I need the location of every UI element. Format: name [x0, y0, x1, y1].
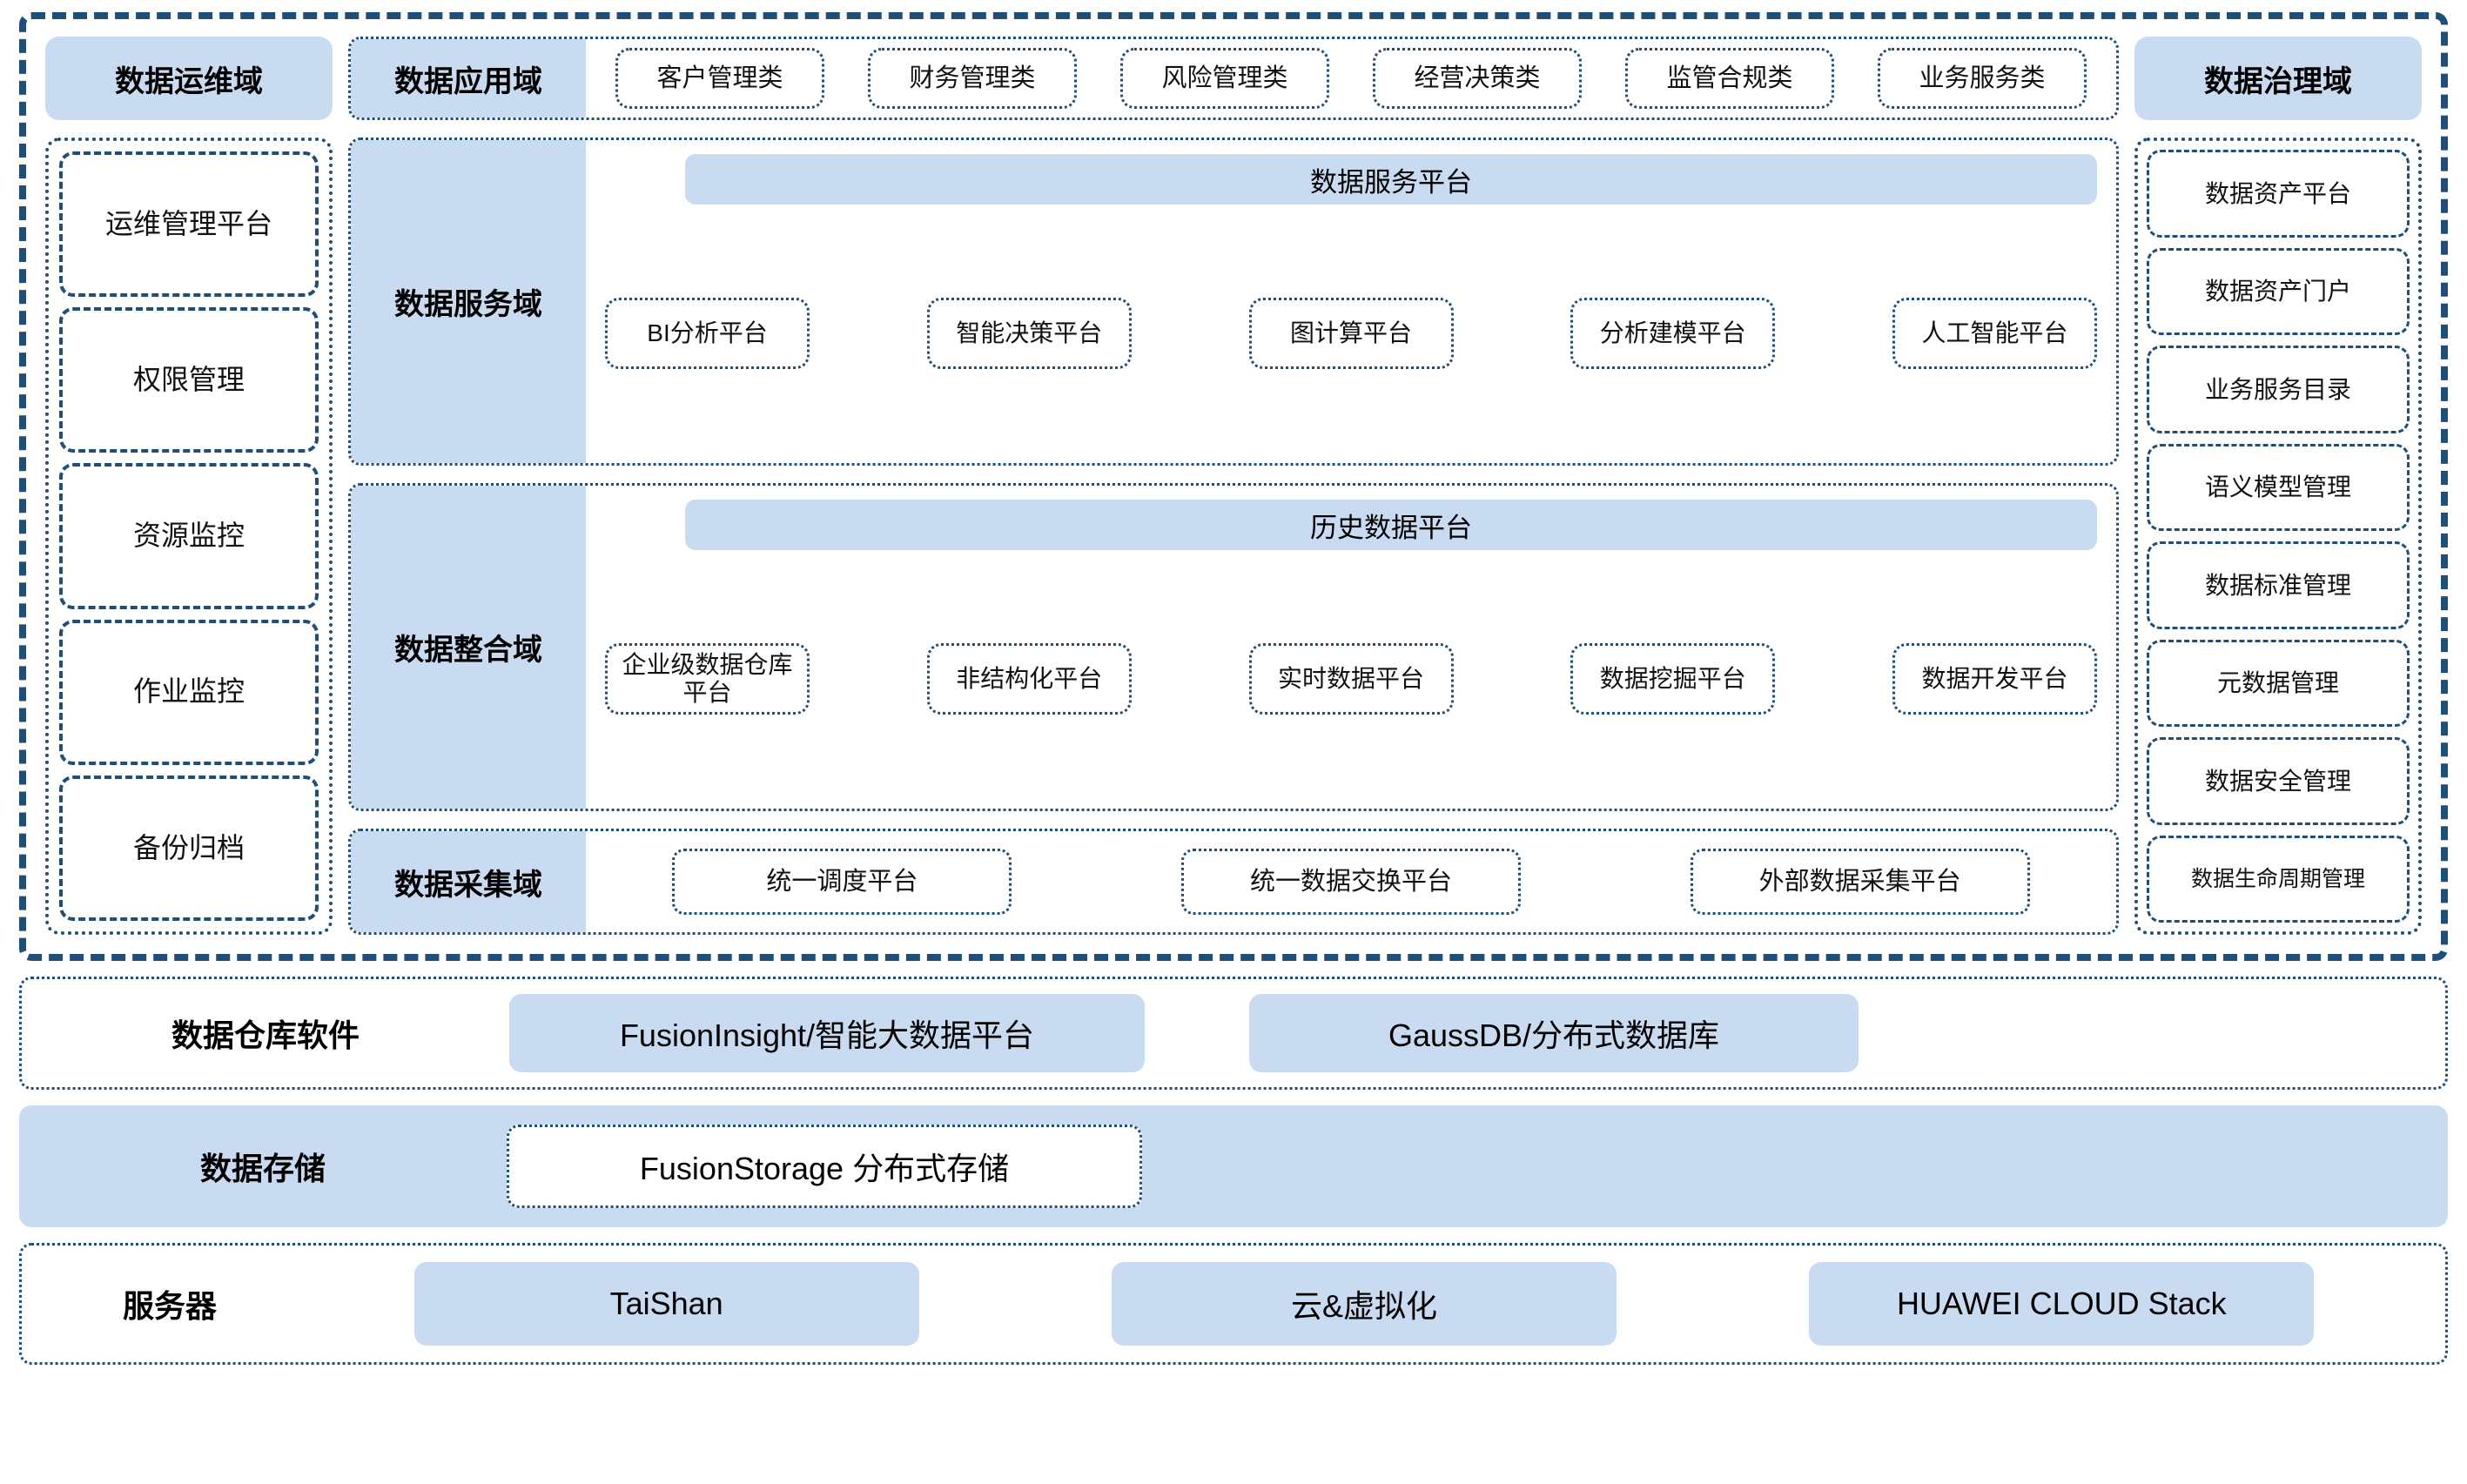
integration-domain-body: 历史数据平台 企业级数据仓库平台 非结构化平台 实时数据平台 数据挖掘平台 数据…	[586, 486, 2116, 809]
warehouse-software-label: 数据仓库软件	[171, 1017, 360, 1053]
warehouse-software-stripe: 数据仓库软件 FusionInsight/智能大数据平台 GaussDB/分布式…	[19, 977, 2448, 1090]
integration-tile[interactable]: 非结构化平台	[926, 642, 1132, 715]
gov-item[interactable]: 数据资产门户	[2147, 247, 2410, 335]
collection-domain-body: 统一调度平台 统一数据交换平台 外部数据采集平台	[586, 831, 2116, 932]
gov-domain-title: 数据治理域	[2134, 37, 2422, 120]
gov-item[interactable]: 语义模型管理	[2147, 443, 2410, 531]
service-tile[interactable]: 图计算平台	[1248, 297, 1454, 369]
integration-tile[interactable]: 数据挖掘平台	[1570, 642, 1776, 715]
ops-item[interactable]: 资源监控	[59, 463, 319, 609]
service-domain-band: 数据服务域 数据服务平台 BI分析平台 智能决策平台 图计算平台 分析建模平台 …	[348, 138, 2119, 466]
ops-item[interactable]: 权限管理	[59, 307, 319, 453]
service-tile-row: BI分析平台 智能决策平台 图计算平台 分析建模平台 人工智能平台	[605, 218, 2097, 447]
gov-item[interactable]: 数据生命周期管理	[2147, 835, 2410, 923]
integration-tile-row: 企业级数据仓库平台 非结构化平台 实时数据平台 数据挖掘平台 数据开发平台	[605, 564, 2097, 793]
service-domain-body: 数据服务平台 BI分析平台 智能决策平台 图计算平台 分析建模平台 人工智能平台	[586, 140, 2116, 463]
integration-tile[interactable]: 实时数据平台	[1248, 642, 1454, 715]
service-platform-bar: 数据服务平台	[685, 154, 2097, 205]
app-category-item[interactable]: 财务管理类	[868, 48, 1077, 109]
collection-tile-row: 统一调度平台 统一数据交换平台 外部数据采集平台	[605, 840, 2097, 923]
warehouse-software-item[interactable]: GaussDB/分布式数据库	[1249, 994, 1859, 1072]
gov-item[interactable]: 数据标准管理	[2147, 541, 2410, 629]
service-domain-title: 数据服务域	[351, 140, 586, 463]
gov-domain-column: 数据资产平台 数据资产门户 业务服务目录 语义模型管理 数据标准管理 元数据管理…	[2134, 138, 2422, 935]
server-label: 服务器	[122, 1288, 217, 1324]
middle-row: 运维管理平台 权限管理 资源监控 作业监控 备份归档 数据服务域 数据服务平台 …	[45, 138, 2422, 935]
center-column: 数据服务域 数据服务平台 BI分析平台 智能决策平台 图计算平台 分析建模平台 …	[348, 138, 2119, 935]
server-stripe: 服务器 TaiShan 云&虚拟化 HUAWEI CLOUD Stack	[19, 1243, 2448, 1365]
ops-item[interactable]: 备份归档	[59, 775, 319, 922]
collection-tile[interactable]: 统一数据交换平台	[1180, 849, 1521, 915]
data-storage-item[interactable]: FusionStorage 分布式存储	[507, 1125, 1142, 1208]
app-category-item[interactable]: 客户管理类	[615, 48, 824, 109]
server-item[interactable]: 云&虚拟化	[1111, 1262, 1617, 1346]
integration-domain-band: 数据整合域 历史数据平台 企业级数据仓库平台 非结构化平台 实时数据平台 数据挖…	[348, 483, 2119, 811]
collection-tile[interactable]: 统一调度平台	[672, 849, 1012, 915]
server-item[interactable]: TaiShan	[413, 1262, 919, 1346]
app-category-list: 客户管理类 财务管理类 风险管理类 经营决策类 监管合规类 业务服务类	[586, 39, 2116, 118]
integration-tile[interactable]: 企业级数据仓库平台	[605, 642, 810, 715]
app-category-item[interactable]: 监管合规类	[1625, 48, 1834, 109]
ops-domain-column: 运维管理平台 权限管理 资源监控 作业监控 备份归档	[45, 138, 333, 935]
ops-domain-title: 数据运维域	[45, 37, 333, 120]
data-storage-stripe: 数据存储 FusionStorage 分布式存储	[19, 1105, 2448, 1227]
gov-item[interactable]: 元数据管理	[2147, 639, 2410, 727]
gov-item[interactable]: 数据安全管理	[2147, 737, 2410, 825]
server-item[interactable]: HUAWEI CLOUD Stack	[1809, 1262, 2315, 1346]
app-category-item[interactable]: 风险管理类	[1120, 48, 1329, 109]
ops-item[interactable]: 作业监控	[59, 619, 319, 765]
app-category-item[interactable]: 业务服务类	[1878, 48, 2087, 109]
gov-item[interactable]: 业务服务目录	[2147, 346, 2410, 433]
collection-tile[interactable]: 外部数据采集平台	[1690, 849, 2030, 915]
service-tile[interactable]: BI分析平台	[605, 297, 810, 369]
integration-tile[interactable]: 数据开发平台	[1892, 642, 2097, 715]
collection-domain-title: 数据采集域	[351, 831, 586, 932]
platform-container: 数据运维域 数据应用域 客户管理类 财务管理类 风险管理类 经营决策类 监管合规…	[19, 12, 2448, 961]
collection-domain-band: 数据采集域 统一调度平台 统一数据交换平台 外部数据采集平台	[348, 829, 2119, 935]
ops-item[interactable]: 运维管理平台	[59, 151, 319, 298]
integration-domain-title: 数据整合域	[351, 486, 586, 809]
service-tile[interactable]: 人工智能平台	[1892, 297, 2097, 369]
service-tile[interactable]: 分析建模平台	[1570, 297, 1776, 369]
top-domain-row: 数据运维域 数据应用域 客户管理类 财务管理类 风险管理类 经营决策类 监管合规…	[45, 37, 2422, 120]
integration-platform-bar: 历史数据平台	[685, 500, 2097, 550]
service-tile[interactable]: 智能决策平台	[926, 297, 1132, 369]
app-domain-title: 数据应用域	[351, 39, 586, 118]
app-domain-band: 数据应用域 客户管理类 财务管理类 风险管理类 经营决策类 监管合规类 业务服务…	[348, 37, 2119, 120]
gov-item[interactable]: 数据资产平台	[2147, 150, 2410, 238]
warehouse-software-item[interactable]: FusionInsight/智能大数据平台	[509, 994, 1145, 1072]
data-storage-label: 数据存储	[199, 1151, 326, 1186]
app-category-item[interactable]: 经营决策类	[1373, 48, 1582, 109]
